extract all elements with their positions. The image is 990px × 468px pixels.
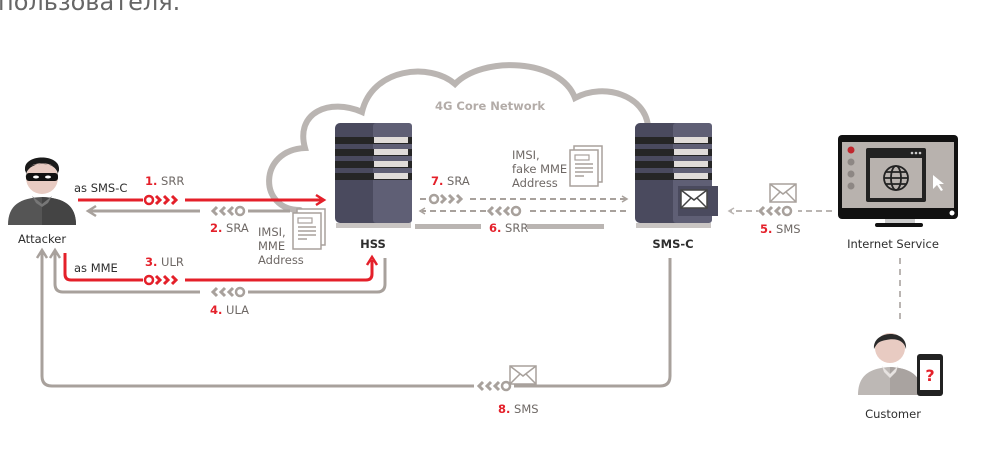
customer-label: Customer: [865, 407, 921, 421]
question-mark-icon: ?: [925, 366, 934, 385]
step-4-label: 4. ULA: [210, 303, 249, 317]
step-3-label: 3. ULR: [145, 255, 184, 269]
document-icon: [292, 208, 326, 250]
hss-server-icon: [335, 123, 412, 228]
envelope-icon: [769, 183, 797, 203]
envelope-icon: [509, 365, 537, 385]
document-icon: [569, 145, 603, 187]
attacker-label: Attacker: [18, 232, 66, 246]
smsc-doc-note-1: IMSI,: [512, 148, 540, 162]
globe-icon: [883, 165, 909, 191]
arrow-step-8-sms: [35, 247, 672, 393]
arrow-step-6-srr: [415, 204, 626, 229]
step-1-label: 1. SRR: [145, 174, 184, 188]
step-8-label: 8. SMS: [498, 402, 539, 416]
hss-label: HSS: [360, 237, 386, 251]
role-as-smsc: as SMS-C: [74, 181, 127, 195]
hss-doc-note-2: MME: [258, 239, 285, 253]
smsc-doc-note-3: Address: [512, 176, 558, 190]
role-as-mme: as MME: [74, 261, 118, 275]
step-5-label: 5. SMS: [760, 222, 801, 236]
step-2-label: 2. SRA: [210, 221, 249, 235]
step-7-label: 7. SRA: [431, 174, 470, 188]
arrow-step-1-srr: [78, 193, 327, 207]
smsc-doc-note-2: fake MME: [512, 162, 567, 176]
arrow-step-4-ula: [48, 247, 387, 299]
arrow-step-7-sra: [420, 192, 629, 206]
step-6-label: 6. SRR: [489, 221, 528, 235]
cloud-label: 4G Core Network: [435, 99, 545, 113]
smsc-server-icon: [635, 123, 718, 228]
customer-icon: ?: [858, 333, 943, 396]
internet-service-monitor-icon: [838, 135, 958, 227]
top-text-fragment: пользователя.: [0, 0, 180, 16]
arrow-step-2-sra: [85, 204, 290, 218]
internet-service-label: Internet Service: [847, 237, 939, 251]
attacker-icon: [8, 157, 76, 225]
arrow-step-3-ulr: [63, 253, 379, 287]
hss-doc-note-1: IMSI,: [258, 225, 286, 239]
arrow-step-5-sms: [727, 204, 832, 218]
cursor-icon: [933, 175, 944, 191]
cloud-4g-core: [266, 62, 651, 213]
smsc-label: SMS-C: [652, 237, 693, 251]
hss-doc-note-3: Address: [258, 253, 304, 267]
